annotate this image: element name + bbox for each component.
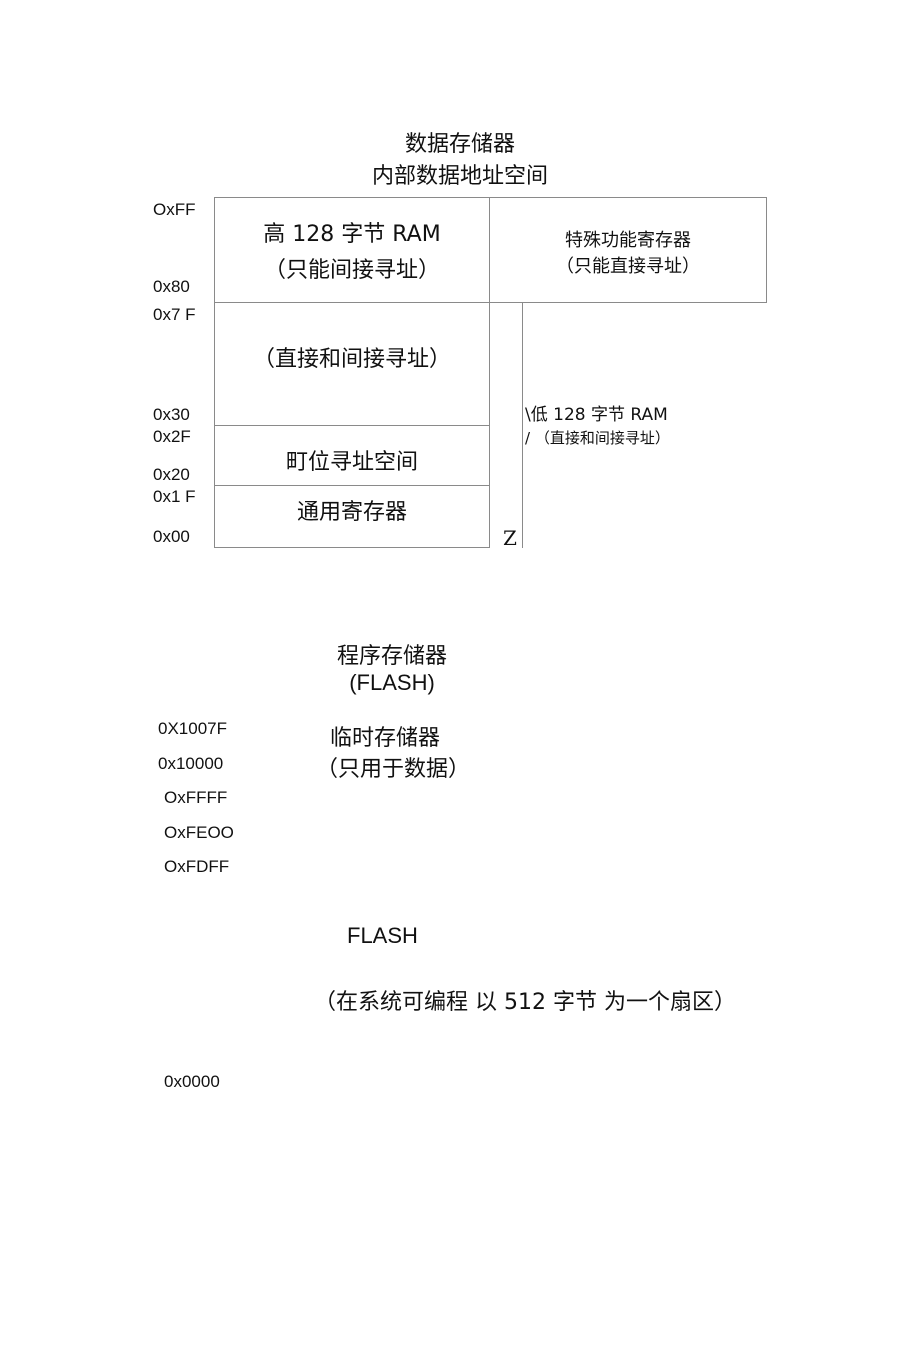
brace-line: [522, 302, 523, 548]
general-registers-label: 通用寄存器: [296, 500, 407, 525]
upper-ram-note: （只能间接寻址）: [263, 258, 440, 283]
address-label: 0x10000: [158, 754, 224, 773]
address-label: 0x80: [153, 277, 190, 296]
flash-description: （在系统可编程 以 512 字节 为一个扇区）: [314, 990, 736, 1015]
data-memory-title: 数据存储器: [404, 132, 515, 157]
address-label: 0x30: [153, 405, 190, 424]
upper-ram-label: 高 128 字节 RAM: [263, 222, 441, 247]
address-label: 0x1 F: [153, 487, 196, 506]
program-memory-title: 程序存储器: [336, 644, 447, 669]
address-label: 0x2F: [153, 427, 191, 446]
scratchpad-label: 临时存储器: [330, 726, 441, 751]
lower-ram-note: / （直接和间接寻址）: [525, 429, 670, 447]
address-label: OxFFFF: [164, 788, 228, 807]
flash-label: FLASH: [347, 923, 418, 948]
sfr-label: 特殊功能寄存器: [565, 230, 691, 251]
sfr-note: （只能直接寻址）: [556, 256, 700, 277]
data-memory-subtitle: 内部数据地址空间: [371, 164, 548, 189]
address-label: 0X1007F: [158, 719, 227, 738]
direct-indirect-label: （直接和间接寻址）: [252, 347, 451, 372]
brace-mark: Z: [503, 526, 517, 550]
address-label: OxFDFF: [164, 857, 230, 876]
address-label: OxFF: [153, 200, 196, 219]
sfr-block: 特殊功能寄存器 （只能直接寻址）: [489, 197, 767, 303]
lower-ram-label: \低 128 字节 RAM: [525, 405, 668, 425]
bit-addressable-block: 町位寻址空间: [214, 425, 490, 486]
upper-ram-block: 高 128 字节 RAM （只能间接寻址）: [214, 197, 490, 303]
program-memory-subtitle: (FLASH): [349, 670, 435, 695]
address-label: 0x00: [153, 527, 190, 546]
direct-indirect-block: （直接和间接寻址）: [214, 302, 490, 426]
address-label: 0x20: [153, 465, 190, 484]
address-label: OxFEOO: [164, 823, 234, 842]
scratchpad-note: （只用于数据）: [316, 757, 471, 782]
bit-addressable-label: 町位寻址空间: [285, 450, 418, 475]
address-label: 0x7 F: [153, 305, 196, 324]
brace-line: [489, 302, 490, 548]
address-label: 0x0000: [164, 1072, 220, 1091]
general-registers-block: 通用寄存器: [214, 485, 490, 548]
